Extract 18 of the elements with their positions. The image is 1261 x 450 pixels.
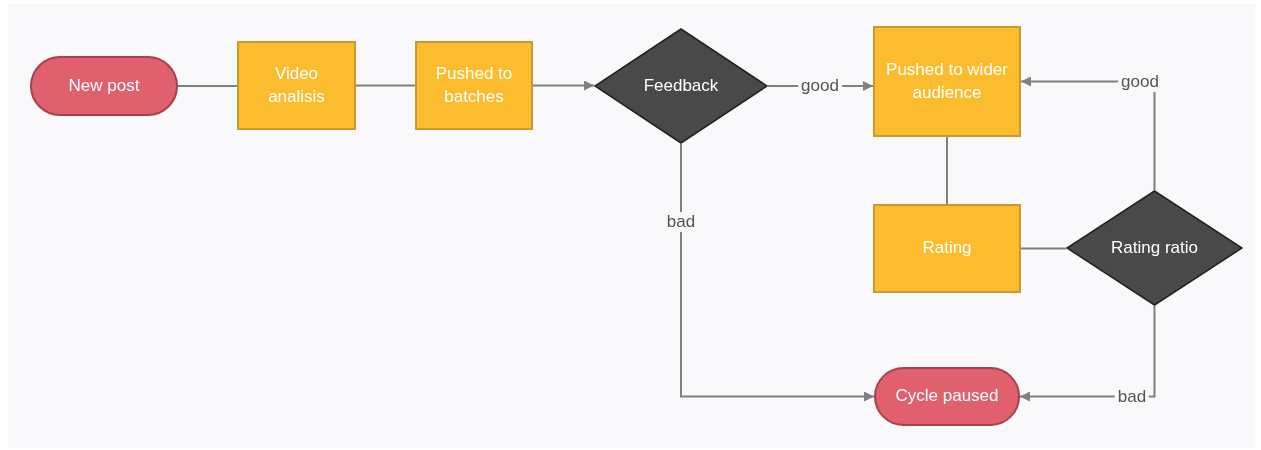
node-label: Pushed to wider audience: [885, 58, 1009, 104]
process-box: [237, 41, 356, 130]
node-label: Video analisis: [267, 62, 326, 108]
node-label: Rating: [922, 237, 972, 260]
node-label: Cycle paused: [895, 385, 999, 408]
process-box: [415, 41, 533, 130]
process-box: [873, 204, 1021, 293]
node-label: New post: [68, 74, 140, 97]
node-label: Rating ratio: [1111, 236, 1198, 259]
decision-diamond: [1066, 190, 1243, 306]
connector-arrow: [532, 80, 595, 91]
terminal-pill: [30, 56, 178, 116]
node-label: Pushed to batches: [434, 62, 514, 108]
decision-diamond: [594, 28, 768, 144]
edge-label: good: [798, 76, 842, 96]
node-label: Feedback: [643, 74, 719, 97]
process-box: [873, 26, 1021, 137]
connector-arrow: [680, 143, 875, 402]
